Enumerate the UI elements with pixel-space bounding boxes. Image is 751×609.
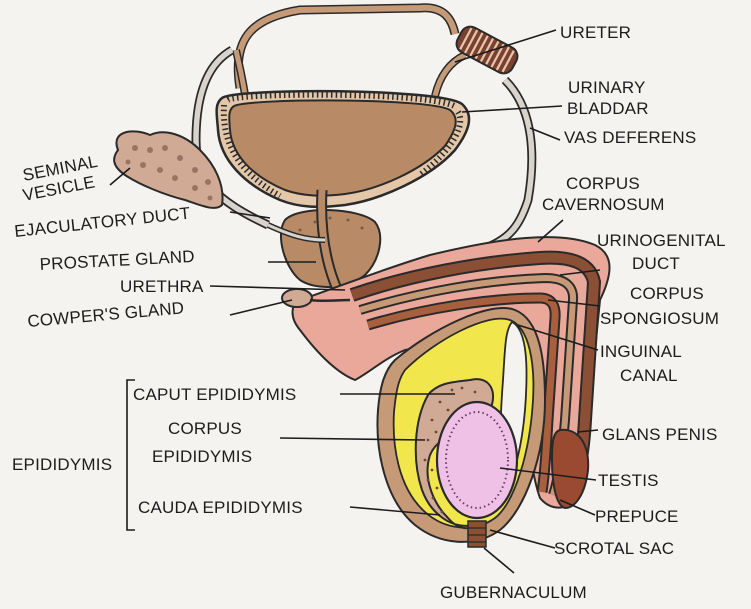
label-prostate: PROSTATE GLAND [39,247,195,274]
label-glans: GLANS PENIS [602,425,718,444]
label-corpus-cav-2: CAVERNOSUM [542,195,665,214]
label-urinary-2: BLADDAR [567,99,649,118]
label-cauda: CAUDA EPIDIDYMIS [138,498,303,517]
label-epididymis: EPIDIDYMIS [12,455,112,474]
label-scrotal: SCROTAL SAC [554,539,674,558]
urinary-bladder [217,91,469,207]
gubernaculum [468,521,486,547]
seminal-vesicle [114,131,222,208]
label-inguinal-1: INGUINAL [600,342,682,361]
ureters [236,8,465,96]
label-corpus-epi-1: CORPUS [168,419,242,438]
label-prepuce: PREPUCE [595,507,679,526]
label-ureter: URETER [560,23,631,42]
label-testis: TESTIS [598,471,659,490]
label-urinogenital-2: DUCT [632,254,680,273]
label-gubernaculum: GUBERNACULUM [440,583,587,602]
ureter-coil [453,23,521,77]
label-inguinal-2: CANAL [620,366,678,385]
label-urinary-1: URINARY [568,78,646,97]
label-corpus-epi-2: EPIDIDYMIS [152,447,252,466]
label-caput: CAPUT EPIDIDYMIS [133,385,296,404]
label-ejaculatory-duct: EJACULATORY DUCT [13,204,191,241]
label-corpus-cav-1: CORPUS [566,174,640,193]
label-urinogenital-1: URINOGENITAL [597,231,726,250]
label-vas-deferens: VAS DEFERENS [564,128,696,147]
testis [437,402,517,518]
label-urethra: URETHRA [120,277,204,296]
label-corpus-spong-2: SPONGIOSUM [600,309,719,328]
label-cowpers: COWPER'S GLAND [27,298,185,331]
label-corpus-spong-1: CORPUS [630,284,704,303]
